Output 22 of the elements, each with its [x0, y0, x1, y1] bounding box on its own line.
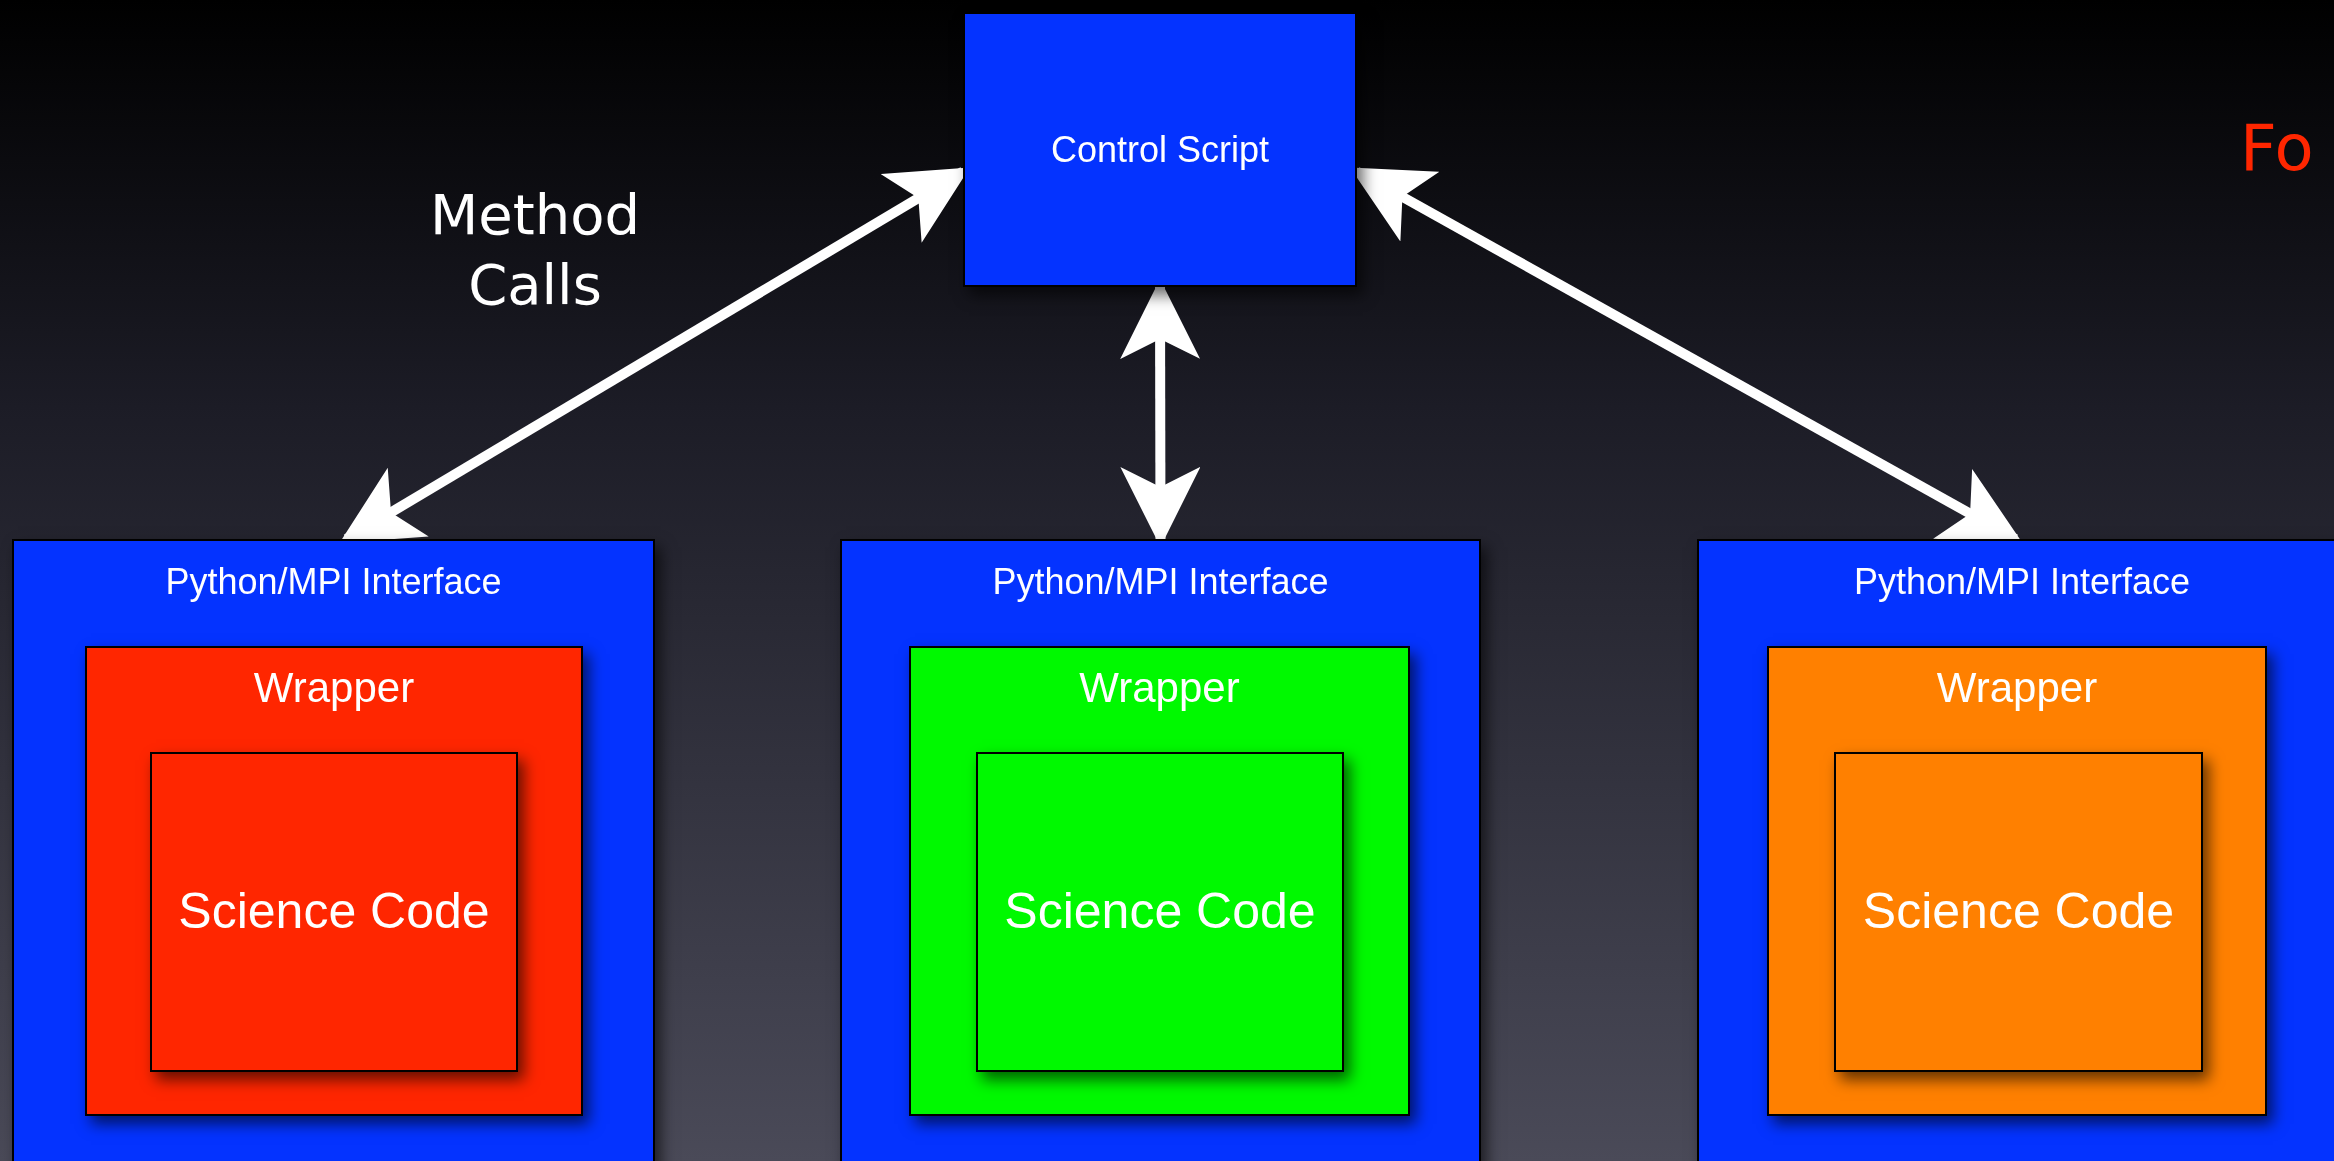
- box-label: Science Code: [177, 883, 491, 941]
- script-box: [963, 12, 1357, 287]
- wrapper-box: [1767, 646, 2267, 1116]
- box-label: Wrapper: [1935, 663, 2099, 713]
- box-label: Python/MPI Interface: [1852, 560, 2192, 604]
- heading-fragment: Fo: [2240, 110, 2314, 187]
- edge-label: Method Calls: [429, 181, 641, 319]
- box-label: Wrapper: [1078, 663, 1241, 713]
- interface-box: [12, 539, 655, 1161]
- wrapper-box: [85, 646, 583, 1116]
- wrapper-box: [909, 646, 1410, 1116]
- box-label: Science Code: [1861, 883, 2176, 941]
- box-label: Python/MPI Interface: [991, 560, 1330, 604]
- interface-box: [840, 539, 1481, 1161]
- box-label: Wrapper: [252, 663, 416, 713]
- science-code-box: [150, 752, 518, 1072]
- interface-box: [1697, 539, 2334, 1161]
- science-code-box: [1834, 752, 2203, 1072]
- box-label: Control Script: [1049, 127, 1271, 172]
- box-label: Science Code: [1003, 883, 1317, 941]
- box-label: Python/MPI Interface: [164, 560, 503, 604]
- science-code-box: [976, 752, 1344, 1072]
